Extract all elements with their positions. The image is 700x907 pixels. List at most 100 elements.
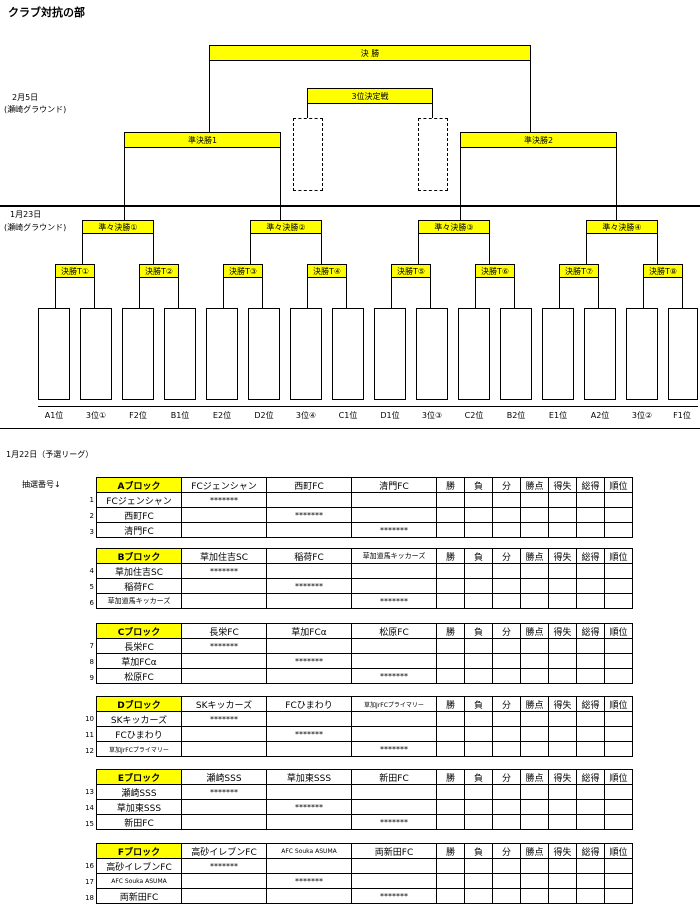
result-column-header: 総得 — [576, 696, 605, 712]
result-cell — [492, 653, 521, 669]
block-name: Eブロック — [96, 769, 182, 785]
result-column-header: 勝 — [436, 696, 465, 712]
self-match-cell: ******* — [181, 563, 267, 579]
result-column-header: 勝 — [436, 477, 465, 493]
bracket-line — [391, 278, 392, 308]
match-cell — [266, 593, 352, 609]
result-cell — [436, 668, 465, 684]
match-cell — [181, 653, 267, 669]
team-name: 新田FC — [96, 814, 182, 830]
bracket-line — [94, 278, 95, 308]
lottery-number: 11 — [85, 731, 94, 739]
result-cell — [548, 638, 577, 654]
bracket-line — [262, 278, 263, 308]
result-column-header: 勝点 — [520, 477, 549, 493]
result-cell — [604, 653, 633, 669]
match-cell — [351, 726, 437, 742]
final-box: 決 勝 — [209, 45, 531, 61]
result-column-header: 勝点 — [520, 548, 549, 564]
block-name: Bブロック — [96, 548, 182, 564]
self-match-cell: ******* — [351, 593, 437, 609]
result-cell — [492, 858, 521, 874]
result-cell — [520, 593, 549, 609]
lottery-number: 2 — [89, 512, 94, 520]
self-match-cell: ******* — [266, 507, 352, 523]
result-cell — [464, 522, 493, 538]
result-cell — [464, 638, 493, 654]
result-cell — [548, 741, 577, 757]
match-cell — [351, 858, 437, 874]
bracket-line — [430, 278, 431, 308]
opponent-header: 長栄FC — [181, 623, 267, 639]
match-cell — [266, 711, 352, 727]
team-slot — [416, 308, 448, 400]
result-column-header: 勝点 — [520, 696, 549, 712]
team-name: 草加FCα — [96, 653, 182, 669]
result-cell — [576, 507, 605, 523]
result-cell — [464, 741, 493, 757]
result-cell — [464, 492, 493, 508]
bracket-line — [460, 148, 461, 222]
result-cell — [604, 784, 633, 800]
opponent-header: 草加道馬キッカーズ — [351, 548, 437, 564]
lottery-number: 7 — [89, 642, 94, 650]
bracket-line — [514, 278, 515, 308]
bracket-line — [418, 234, 419, 264]
opponent-header: 新田FC — [351, 769, 437, 785]
r1-box-7: 決勝T⑦ — [559, 264, 599, 278]
seed-label: F1位 — [673, 411, 691, 420]
third-place-slot — [418, 118, 448, 191]
result-cell — [492, 784, 521, 800]
team-slot — [374, 308, 406, 400]
match-cell — [351, 507, 437, 523]
result-cell — [576, 888, 605, 904]
result-cell — [548, 873, 577, 889]
self-match-cell: ******* — [266, 726, 352, 742]
result-cell — [548, 668, 577, 684]
result-cell — [548, 578, 577, 594]
table-row: FCひまわり******* — [96, 726, 633, 742]
lottery-number: 4 — [89, 567, 94, 575]
result-cell — [464, 593, 493, 609]
result-cell — [492, 563, 521, 579]
result-cell — [604, 888, 633, 904]
result-cell — [464, 814, 493, 830]
result-cell — [576, 726, 605, 742]
table-row: 稲荷FC******* — [96, 578, 633, 594]
result-column-header: 分 — [492, 769, 521, 785]
result-cell — [464, 653, 493, 669]
result-column-header: 順位 — [604, 623, 633, 639]
result-cell — [520, 522, 549, 538]
r1-box-4: 決勝T④ — [307, 264, 347, 278]
bracket-line — [432, 104, 433, 118]
self-match-cell: ******* — [181, 858, 267, 874]
result-cell — [548, 888, 577, 904]
result-cell — [436, 873, 465, 889]
result-cell — [604, 814, 633, 830]
semi2-box: 準決勝2 — [460, 132, 617, 148]
result-cell — [436, 638, 465, 654]
lottery-number: 8 — [89, 658, 94, 666]
result-column-header: 分 — [492, 623, 521, 639]
result-cell — [436, 799, 465, 815]
result-cell — [604, 492, 633, 508]
self-match-cell: ******* — [181, 638, 267, 654]
team-name: 稲荷FC — [96, 578, 182, 594]
result-cell — [604, 593, 633, 609]
seed-label: D1位 — [380, 411, 400, 420]
result-cell — [436, 814, 465, 830]
bracket-line — [82, 234, 83, 264]
result-cell — [548, 726, 577, 742]
result-cell — [576, 711, 605, 727]
result-cell — [604, 668, 633, 684]
match-cell — [351, 578, 437, 594]
r1-box-8: 決勝T⑧ — [643, 264, 683, 278]
result-cell — [436, 653, 465, 669]
seed-label: D2位 — [254, 411, 274, 420]
result-column-header: 総得 — [576, 623, 605, 639]
team-slot — [38, 308, 70, 400]
match-cell — [181, 799, 267, 815]
result-cell — [436, 784, 465, 800]
opponent-header: 草加JrFCプライマリー — [351, 696, 437, 712]
result-cell — [436, 888, 465, 904]
